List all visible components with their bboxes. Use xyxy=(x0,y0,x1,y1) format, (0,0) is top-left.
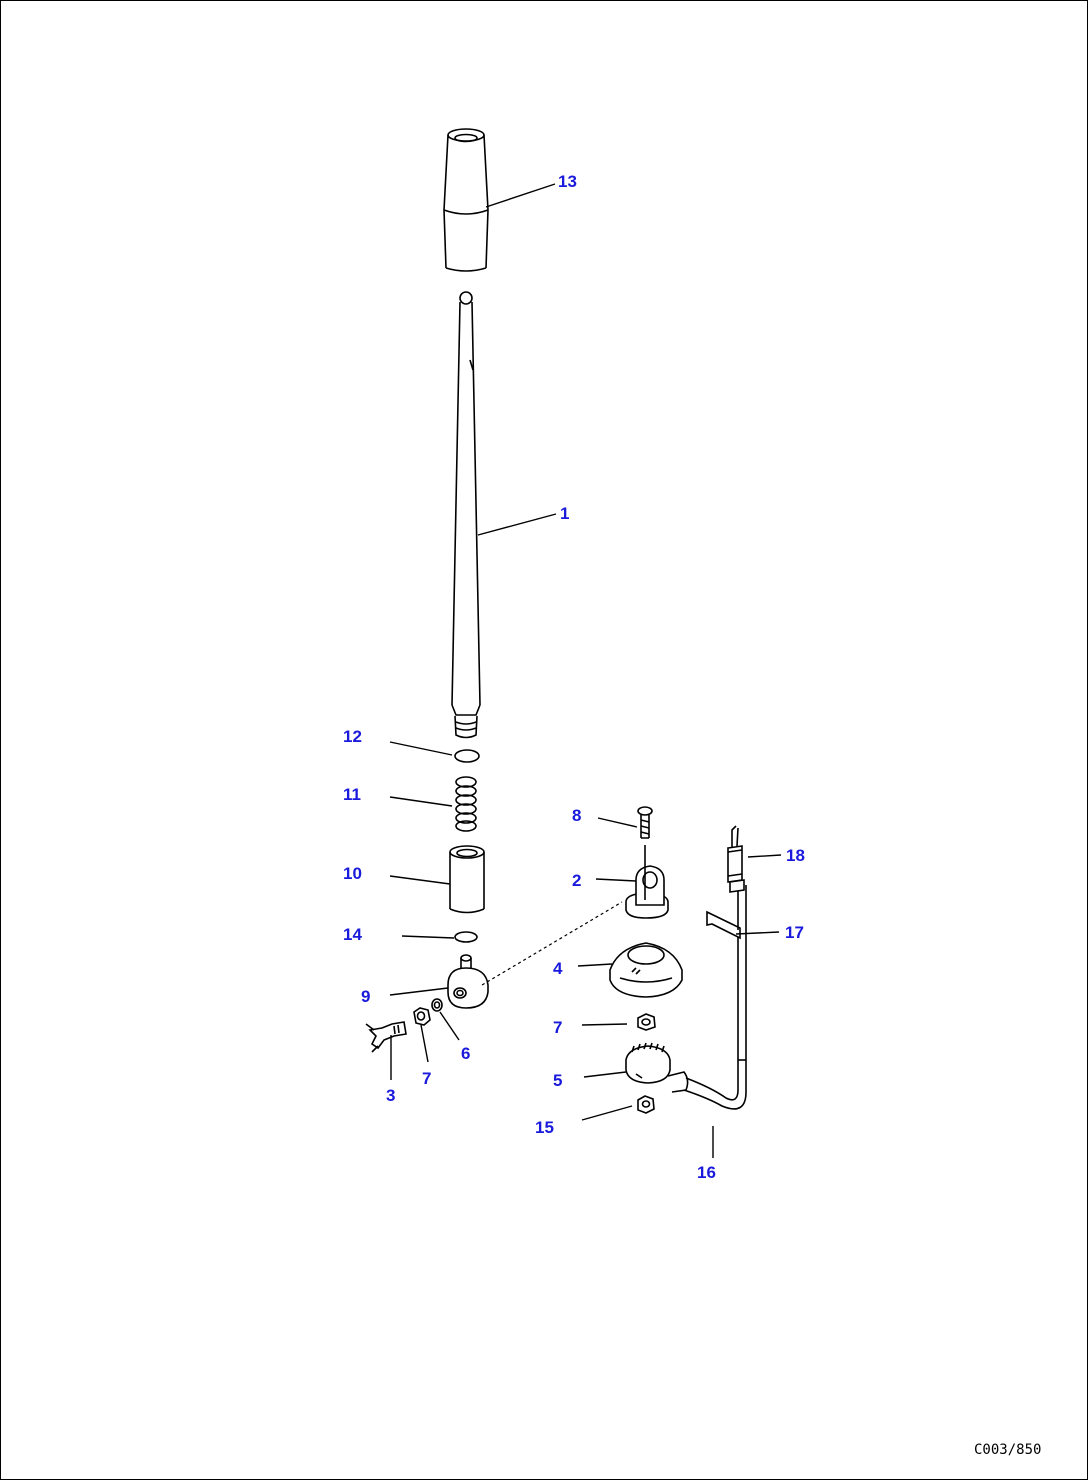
callout-7-left: 7 xyxy=(422,1069,431,1088)
callout-8: 8 xyxy=(572,806,581,825)
part-16-cable xyxy=(667,930,747,1110)
part-9-base-body xyxy=(447,954,489,1009)
part-13-cap xyxy=(443,128,489,272)
callout-1: 1 xyxy=(560,504,569,523)
part-15-nut xyxy=(637,1095,655,1114)
callout-9: 9 xyxy=(361,987,370,1006)
part-14-o-ring xyxy=(454,931,478,943)
part-7-nut-right xyxy=(637,1013,656,1031)
callout-7-right: 7 xyxy=(553,1018,562,1037)
part-10-sleeve xyxy=(449,845,485,914)
callout-5: 5 xyxy=(553,1071,562,1090)
callout-4: 4 xyxy=(553,959,563,978)
part-7-nut-left xyxy=(413,1007,431,1026)
callout-14: 14 xyxy=(343,925,362,944)
part-3-wing-bolt xyxy=(365,1021,407,1053)
callout-17: 17 xyxy=(785,923,804,942)
callout-15: 15 xyxy=(535,1118,554,1137)
part-5-mount xyxy=(625,1042,671,1084)
callout-6: 6 xyxy=(461,1044,470,1063)
part-12-ring xyxy=(454,749,480,763)
callout-16: 16 xyxy=(697,1163,716,1182)
part-6-washer xyxy=(431,998,443,1012)
callout-18: 18 xyxy=(786,846,805,865)
part-18-connector xyxy=(727,825,747,930)
callout-3: 3 xyxy=(386,1086,395,1105)
part-4-cover xyxy=(609,942,683,998)
callout-11: 11 xyxy=(343,785,361,804)
drawing-reference: C003/850 xyxy=(974,1442,1041,1458)
leader-lines xyxy=(389,183,782,1158)
callout-12: 12 xyxy=(343,727,362,746)
callout-10: 10 xyxy=(343,864,362,883)
assembly-line-9-to-2 xyxy=(481,901,623,986)
part-1-antenna-rod xyxy=(451,291,481,739)
part-17-clamp xyxy=(706,910,741,940)
part-2-bracket xyxy=(625,845,669,919)
callout-2: 2 xyxy=(572,871,581,890)
part-11-spring xyxy=(455,776,477,832)
part-8-screw xyxy=(637,806,653,839)
callout-13: 13 xyxy=(558,172,577,191)
